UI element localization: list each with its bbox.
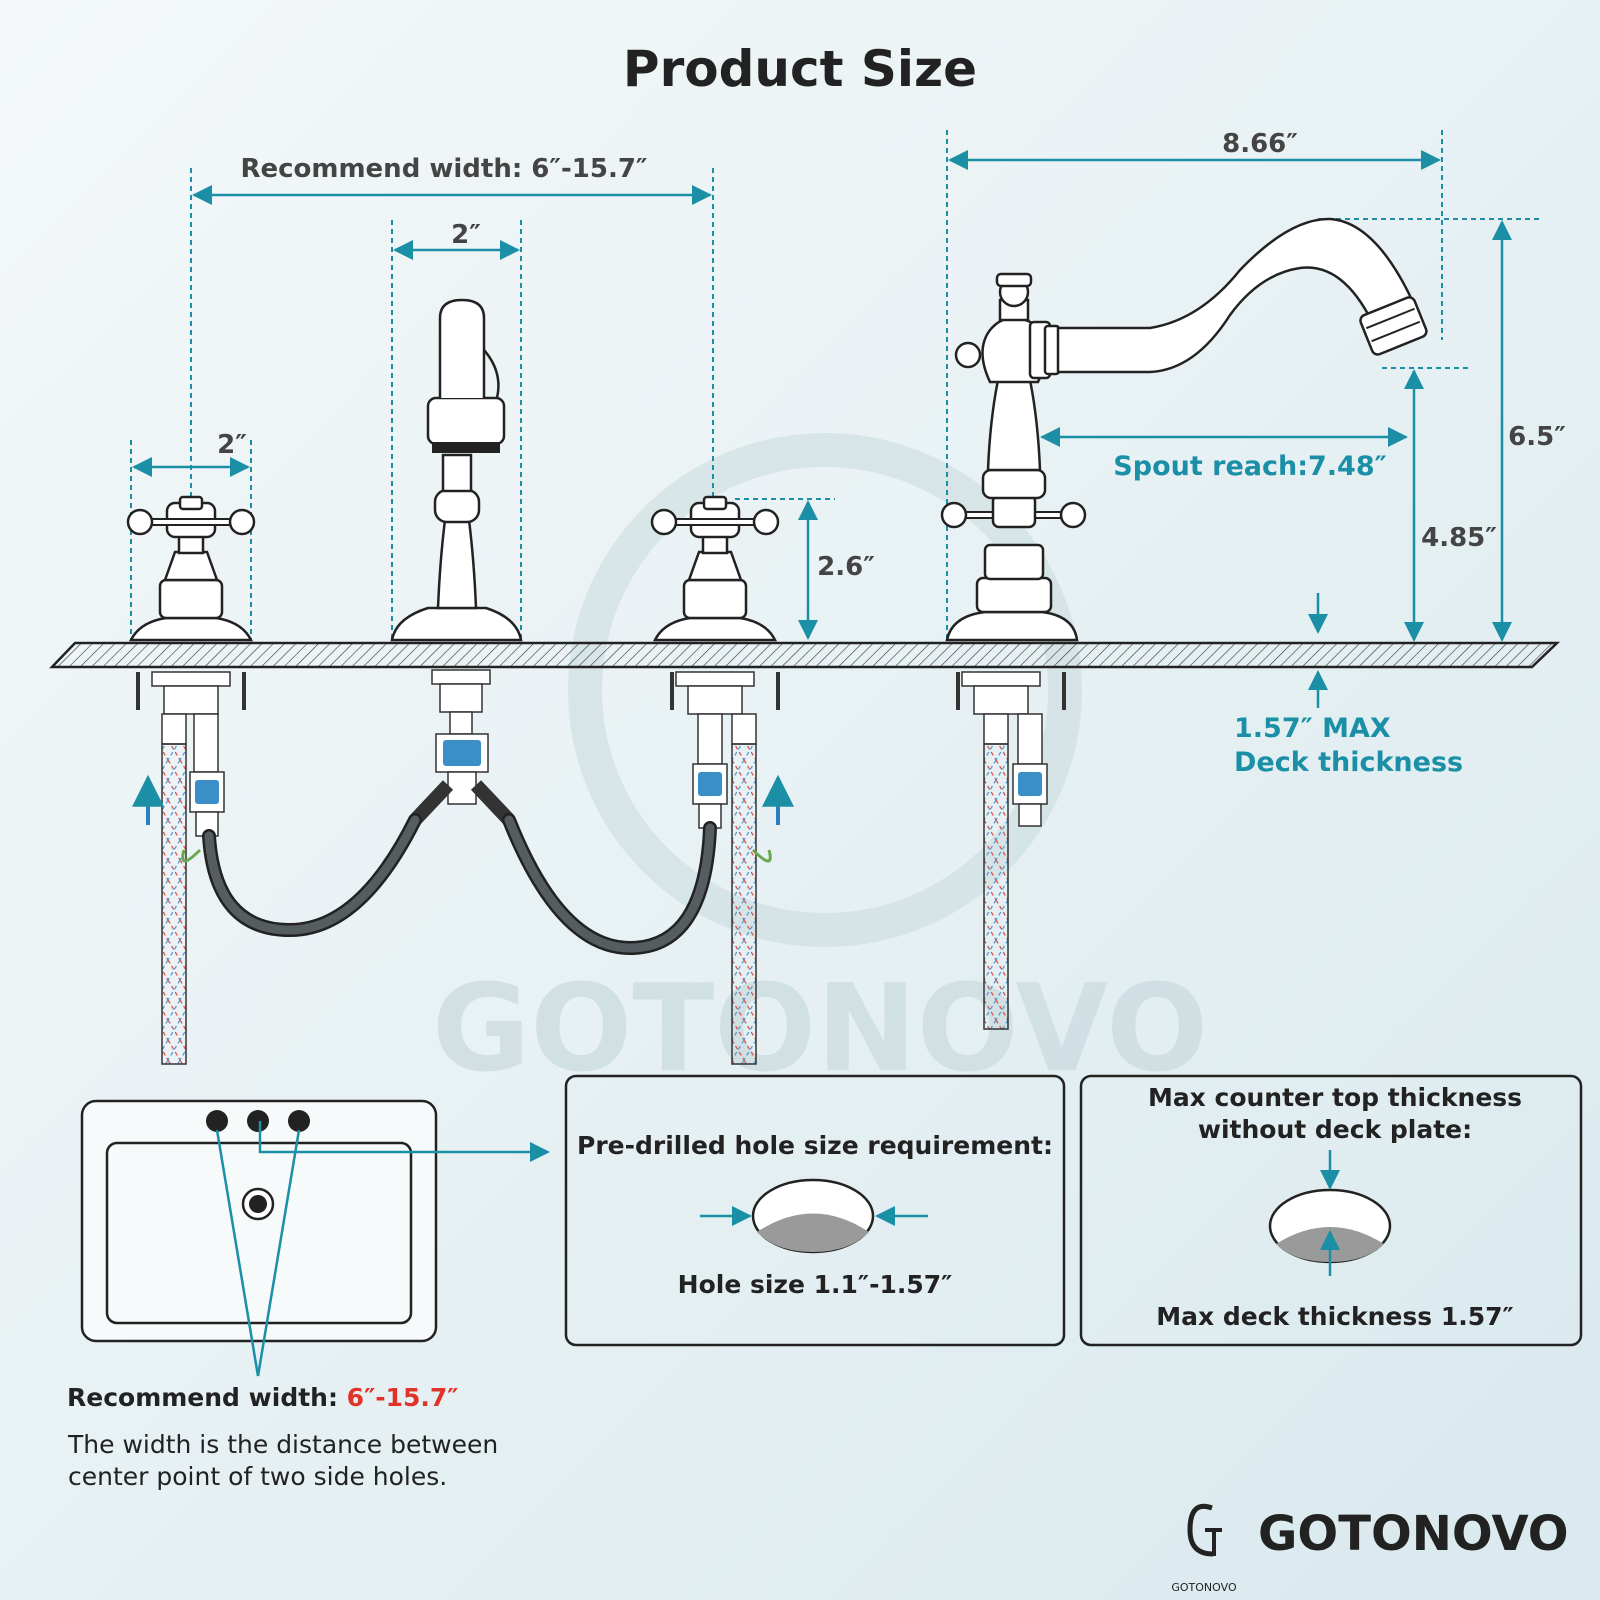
sink-hole-right: [288, 1110, 310, 1132]
dimension-spout-reach: Spout reach:7.48″: [1040, 427, 1408, 482]
watermark: GOTONOVO: [432, 433, 1208, 1099]
spout-height-label: 4.85″: [1421, 523, 1497, 553]
dimension-overall-width: 8.66″: [946, 129, 1443, 640]
deck-max-label: 1.57″ MAX: [1234, 713, 1391, 744]
right-connector-icon: [698, 772, 722, 796]
note-body-line1: The width is the distance between: [67, 1430, 498, 1459]
hole-size-title: Pre-drilled hole size requirement:: [577, 1131, 1053, 1160]
sink-illustration: [80, 1099, 550, 1377]
sink-hole-left: [206, 1110, 228, 1132]
right-supply-hose: [731, 743, 757, 1065]
note-body-line2: center point of two side holes.: [68, 1462, 447, 1491]
side-faucet-valve-body: [956, 671, 1066, 1030]
recommend-width-label: Recommend width: 6″-15.7″: [240, 154, 647, 184]
sink-hole-center: [247, 1110, 269, 1132]
dimension-recommend-width: Recommend width: 6″-15.7″: [190, 154, 714, 640]
overall-height-label: 6.5″: [1508, 422, 1566, 452]
counter-title-line2: without deck plate:: [1198, 1115, 1472, 1144]
right-valve-body: [670, 671, 794, 1065]
dimension-overall-height: 6.5″: [1318, 218, 1566, 642]
brand-name: GOTONOVO: [1258, 1506, 1569, 1562]
left-supply-hose: [161, 743, 187, 1065]
left-valve-body: [132, 671, 246, 1065]
center-spout: [390, 298, 523, 642]
left-handle-valve: [126, 495, 256, 642]
counter-title-line1: Max counter top thickness: [1148, 1083, 1522, 1112]
recommend-width-note: Recommend width: 6″-15.7″ The width is t…: [67, 1383, 498, 1491]
countertop-slab: [49, 641, 1561, 669]
handle-height-label: 2.6″: [817, 552, 875, 582]
dimension-handle-height: 2.6″: [735, 498, 875, 640]
center-connector-icon: [443, 740, 481, 766]
hole-size-panel: Pre-drilled hole size requirement: Hole …: [564, 1074, 1066, 1347]
side-connector-icon: [1018, 772, 1042, 796]
handle-width-label: 2″: [217, 430, 247, 460]
brand-logo: GOTONOVO GOTONOVO: [1171, 1503, 1569, 1594]
gotonovo-logo-icon: [1187, 1503, 1214, 1557]
rotate-arrow-icon: [181, 848, 202, 863]
left-connector-icon: [195, 780, 219, 804]
note-heading: Recommend width: 6″-15.7″: [67, 1383, 458, 1412]
watermark-text: GOTONOVO: [432, 960, 1208, 1099]
dimension-spout-height: 4.85″: [1382, 367, 1497, 642]
spout-width-label: 2″: [451, 220, 481, 250]
hole-size-label: Hole size 1.1″-1.57″: [678, 1270, 953, 1299]
deck-thickness-label: Deck thickness: [1234, 747, 1463, 778]
brand-logo-small-text: GOTONOVO: [1171, 1581, 1237, 1594]
overall-width-label: 8.66″: [1222, 129, 1298, 159]
spout-reach-label: Spout reach:7.48″: [1113, 451, 1386, 482]
note-heading-text: Recommend width:: [67, 1383, 347, 1412]
counter-max-label: Max deck thickness 1.57″: [1156, 1302, 1513, 1331]
page-title: Product Size: [623, 40, 977, 98]
dimension-handle-width: 2″: [130, 430, 252, 640]
counter-thickness-panel: Max counter top thickness without deck p…: [1079, 1074, 1583, 1347]
center-valve-body: [409, 669, 515, 825]
right-handle-valve: [650, 495, 780, 642]
dimension-spout-width: 2″: [391, 220, 522, 640]
note-heading-value: 6″-15.7″: [347, 1383, 459, 1412]
rotate-arrow-icon: [751, 848, 772, 863]
dimension-deck-thickness: 1.57″ MAX Deck thickness: [1234, 593, 1463, 778]
side-faucet: [940, 217, 1428, 642]
side-supply-hose: [983, 743, 1009, 1030]
